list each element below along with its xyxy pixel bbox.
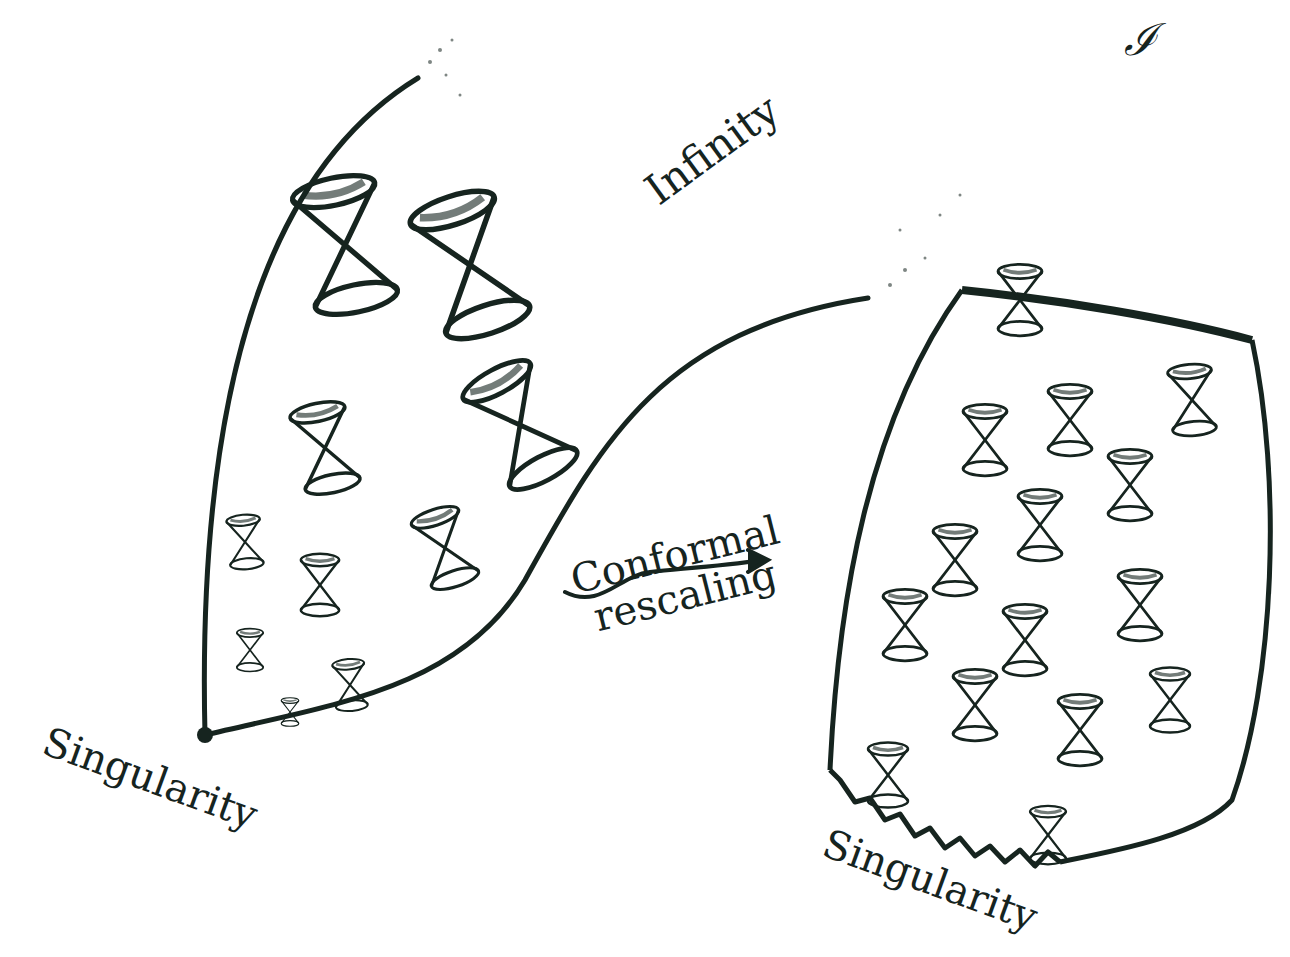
infinity-label: Infinity (637, 87, 786, 212)
scri-label: ℐ (1124, 17, 1157, 63)
right-light-cones (868, 264, 1217, 864)
left-spacetime (197, 39, 962, 744)
rescaling-label: Conformal rescaling (563, 508, 797, 643)
singularity-label: Singularity (37, 720, 262, 836)
left-light-cones (226, 170, 583, 727)
right-spacetime (830, 290, 1270, 866)
singularity-label: Singularity (817, 822, 1042, 938)
